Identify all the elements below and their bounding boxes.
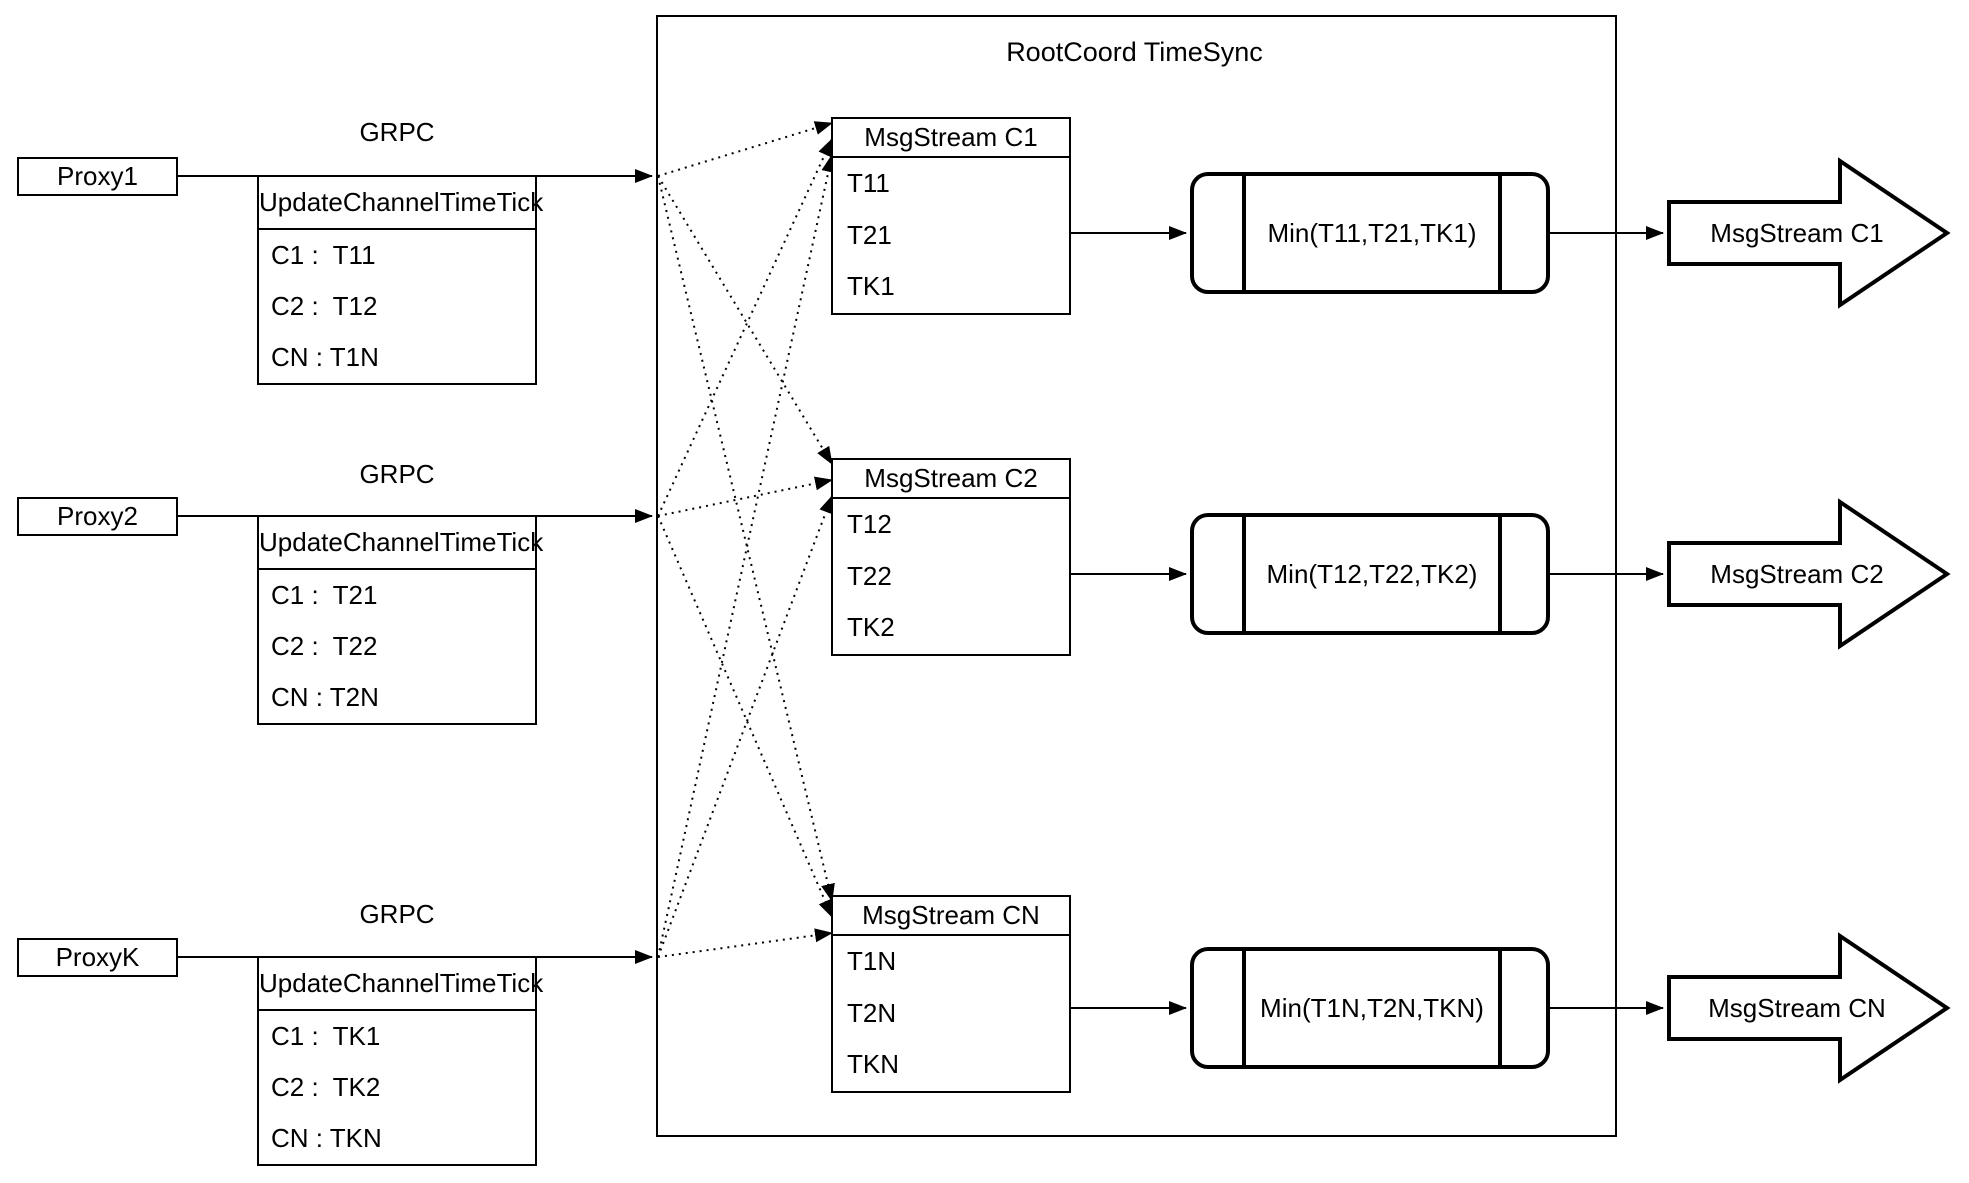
timetick-table-header: UpdateChannelTimeTick (259, 517, 543, 570)
timetick-fanout-dotted-lines (657, 121, 836, 958)
timetick-table-proxy1: UpdateChannelTimeTick C1 : T11 C2 : T12 … (257, 175, 543, 385)
min-label-c1: Min(T11,T21,TK1) (1267, 217, 1477, 248)
dotted-pk-cn (657, 928, 833, 958)
stream-row: TK2 (847, 612, 895, 642)
timetick-table-proxyk: UpdateChannelTimeTick C1 : TK1 C2 : TK2 … (257, 956, 543, 1166)
dotted-p2-c2 (657, 476, 833, 517)
timetick-row: CN : TKN (271, 1123, 382, 1153)
timetick-row: C1 : T11 (271, 240, 376, 270)
min-label-cn: Min(T1N,T2N,TKN) (1260, 992, 1484, 1023)
output-arrow-c2-shape (1667, 498, 1951, 650)
msgstream-cn-box: MsgStream CN T1N T2N TKN (831, 895, 1071, 1093)
stream-row: T1N (847, 946, 897, 976)
rootcoord-timesync-container (656, 15, 1617, 1137)
capsule-divider-left (1242, 176, 1246, 290)
dotted-p1-cn (657, 175, 835, 902)
proxyk-label: ProxyK (55, 942, 140, 972)
timetick-row: C2 : T22 (271, 631, 378, 661)
min-label-c2: Min(T12,T22,TK2) (1266, 558, 1478, 589)
stream-row: T11 (847, 168, 890, 198)
capsule-divider-left (1242, 951, 1246, 1065)
proxy1-label: Proxy1 (57, 161, 138, 191)
output-arrow-c1-shape (1667, 157, 1951, 309)
msgstream-c2-box: MsgStream C2 T12 T22 TK2 (831, 458, 1071, 656)
output-arrow-cn-label: MsgStream CN (1708, 993, 1886, 1023)
msgstream-c2-header: MsgStream C2 (833, 460, 1069, 499)
timetick-table-header: UpdateChannelTimeTick (259, 958, 543, 1011)
timetick-row: C2 : TK2 (271, 1072, 381, 1102)
msgstream-c1-header: MsgStream C1 (833, 119, 1069, 158)
stream-row: T21 (847, 219, 892, 250)
dotted-p1-c2 (657, 175, 833, 465)
timetick-table-header: UpdateChannelTimeTick (259, 177, 543, 230)
capsule-divider-right (1498, 951, 1502, 1065)
capsule-divider-right (1498, 176, 1502, 290)
proxyk-node: ProxyK (17, 938, 178, 977)
timetick-table-proxy2: UpdateChannelTimeTick C1 : T21 C2 : T22 … (257, 515, 543, 725)
grpc-label-3: GRPC (359, 899, 435, 929)
timetick-row: C1 : TK1 (271, 1021, 381, 1051)
timetick-row: CN : T2N (271, 682, 379, 712)
stream-row: T22 (847, 560, 892, 591)
stream-row: T2N (847, 997, 897, 1028)
capsule-divider-left (1242, 517, 1246, 631)
stream-to-min-connectors (1069, 226, 1187, 1015)
output-arrow-c1-label: MsgStream C1 (1710, 218, 1884, 248)
output-arrow-c2-label: MsgStream C2 (1710, 559, 1884, 589)
dotted-pk-c2 (657, 495, 833, 958)
msgstream-c1-box: MsgStream C1 T11 T21 TK1 (831, 117, 1071, 315)
capsule-divider-right (1498, 517, 1502, 631)
stream-row: TKN (847, 1049, 899, 1079)
grpc-label-1: GRPC (359, 117, 435, 147)
timetick-row: CN : T1N (271, 342, 379, 372)
timetick-row: C1 : T21 (271, 580, 378, 610)
output-arrow-shapes (1667, 157, 1951, 1084)
stream-row: TK1 (847, 271, 895, 301)
msgstream-cn-header: MsgStream CN (833, 897, 1069, 936)
grpc-label-2: GRPC (359, 459, 435, 489)
proxy2-label: Proxy2 (57, 501, 138, 531)
dotted-p2-cn (657, 515, 833, 918)
min-to-output-connectors (1548, 226, 1664, 1015)
output-arrow-cn-shape (1667, 932, 1951, 1084)
timetick-row: C2 : T12 (271, 291, 378, 321)
proxy2-node: Proxy2 (17, 497, 178, 536)
min-node-c1: Min(T11,T21,TK1) (1190, 172, 1550, 294)
min-node-cn: Min(T1N,T2N,TKN) (1190, 947, 1550, 1069)
stream-row: T12 (847, 509, 892, 539)
proxy1-node: Proxy1 (17, 157, 178, 196)
rootcoord-timesync-title: RootCoord TimeSync (1006, 37, 1263, 67)
min-node-c2: Min(T12,T22,TK2) (1190, 513, 1550, 635)
